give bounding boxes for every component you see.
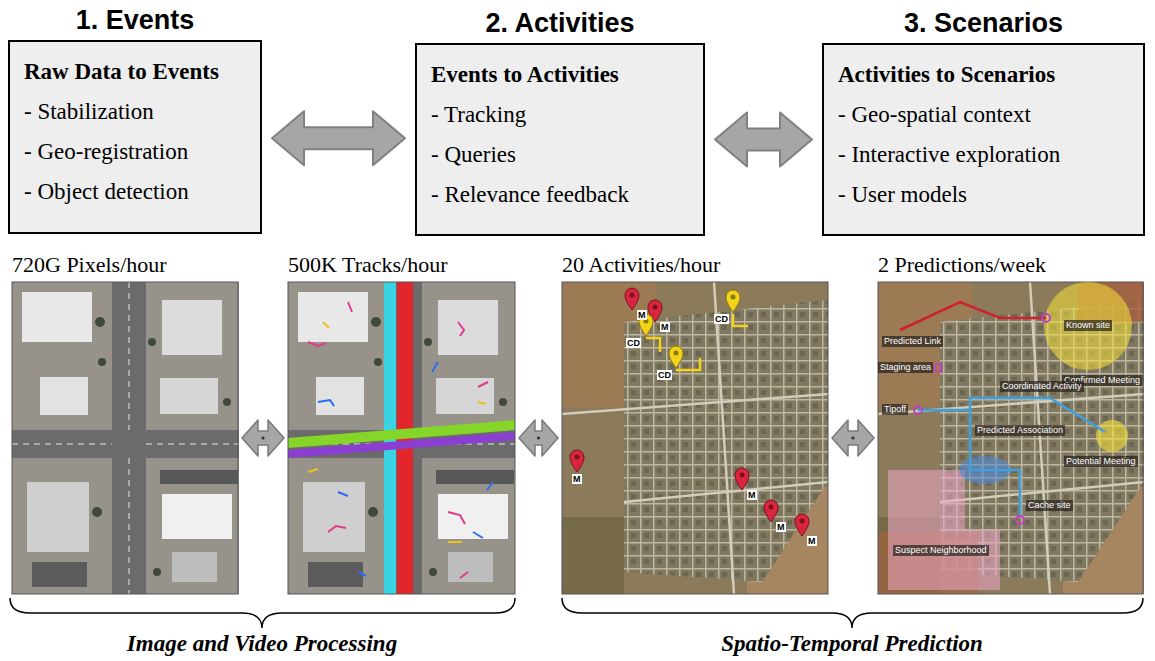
track-lines: [318, 362, 493, 576]
panel-caption: 500K Tracks/hour: [288, 250, 448, 280]
panel-caption: 720G Pixels/hour: [12, 250, 167, 280]
map-annotation: Predicted Link: [882, 336, 943, 347]
box-heading: Events to Activities: [431, 55, 619, 95]
list-item: - Geo-spatial context: [838, 95, 1031, 135]
marker-label: M: [572, 474, 582, 484]
aerial-scene: [12, 282, 239, 594]
image-panel: 20 Activities/hour: [562, 250, 828, 594]
group-label: Spatio-Temporal Prediction: [721, 630, 983, 658]
activity-markers: [570, 288, 809, 536]
arrow-dot: [851, 436, 854, 439]
prediction-map: [878, 282, 1144, 594]
panel-caption: 2 Predictions/week: [878, 250, 1046, 280]
track-lines: [308, 322, 486, 542]
group-label: Image and Video Processing: [127, 630, 397, 658]
aerial-image: [12, 282, 239, 594]
double-arrow: [272, 111, 405, 165]
marker-label: M: [660, 322, 670, 332]
track-image: [288, 282, 515, 594]
map-annotation: Potential Meeting: [1064, 456, 1138, 467]
map-annotation: Known site: [1064, 320, 1112, 331]
marker-label: CD: [626, 338, 641, 348]
double-arrow: [832, 420, 874, 456]
double-arrow: [715, 113, 812, 167]
section-heading: 1. Events: [76, 4, 195, 36]
map-annotation: Coordinated Activity: [1000, 381, 1084, 392]
track-band: [288, 432, 515, 458]
arrow-dot: [537, 436, 540, 439]
section-heading: 2. Activities: [485, 7, 634, 39]
list-item: - Relevance feedback: [431, 175, 629, 215]
double-arrow: [519, 420, 558, 456]
curly-brace: [10, 598, 515, 628]
activity-map: [562, 282, 828, 594]
process-box: 2. ActivitiesEvents to Activities- Track…: [415, 43, 705, 236]
map-annotation: Suspect Neighborhood: [893, 545, 989, 556]
list-item: - Geo-registration: [24, 132, 188, 172]
list-item: - Tracking: [431, 95, 526, 135]
image-panel: 500K Tracks/hour: [288, 250, 515, 594]
map-base: [878, 282, 1144, 594]
map-annotation: Tipoff: [882, 404, 908, 415]
aerial-scene: [288, 282, 515, 594]
list-item: - Queries: [431, 135, 516, 175]
list-item: - Object detection: [24, 172, 189, 212]
arrow-dot: [261, 436, 264, 439]
map-annotation: Cache site: [1026, 500, 1073, 511]
process-box: 1. EventsRaw Data to Events- Stabilizati…: [8, 40, 262, 234]
image-panel: 720G Pixels/hour: [12, 250, 238, 594]
curly-brace: [562, 598, 1143, 628]
map-annotation: Predicted Association: [975, 425, 1065, 436]
process-box: 3. ScenariosActivities to Scenarios- Geo…: [822, 43, 1145, 236]
marker-label: M: [776, 522, 786, 532]
marker-label: M: [807, 536, 817, 546]
marker-label: M: [637, 310, 647, 320]
double-arrow: [242, 420, 284, 456]
panel-caption: 20 Activities/hour: [562, 250, 720, 280]
marker-label: M: [747, 490, 757, 500]
box-heading: Raw Data to Events: [24, 52, 219, 92]
track-lines: [308, 302, 488, 578]
list-item: - User models: [838, 175, 967, 215]
image-panel: 2 Predictions/week: [878, 250, 1143, 594]
section-heading: 3. Scenarios: [904, 7, 1063, 39]
list-item: - Stabilization: [24, 92, 154, 132]
prediction-overlay: [888, 282, 1132, 590]
marker-label: CD: [657, 370, 672, 380]
list-item: - Interactive exploration: [838, 135, 1060, 175]
box-heading: Activities to Scenarios: [838, 55, 1055, 95]
map-base: [562, 282, 828, 594]
marker-label: CD: [714, 314, 729, 324]
map-annotation: Staging area: [878, 362, 933, 373]
